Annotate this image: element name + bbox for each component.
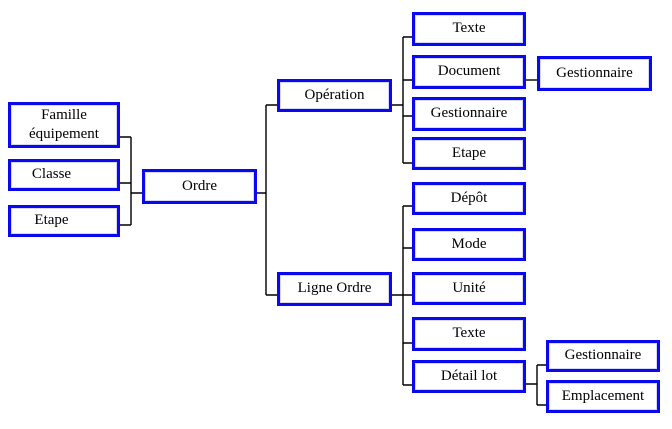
node-gestionnaire-lot: Gestionnaire (546, 340, 660, 372)
node-texte-ligne: Texte (412, 317, 526, 351)
node-ligne-ordre: Ligne Ordre (277, 272, 392, 306)
node-mode: Mode (412, 228, 526, 261)
node-etape-operation: Etape (412, 137, 526, 170)
node-operation: Opération (277, 79, 392, 112)
node-famille-equipement: Famille équipement (8, 102, 120, 148)
node-emplacement: Emplacement (546, 380, 660, 413)
node-gestionnaire-document: Gestionnaire (537, 56, 652, 91)
node-classe: Classe (8, 159, 120, 191)
node-document: Document (412, 55, 526, 89)
node-unite: Unité (412, 272, 526, 305)
node-texte-operation: Texte (412, 12, 526, 46)
node-gestionnaire-operation: Gestionnaire (412, 97, 526, 131)
node-etape-gauche: Etape (8, 205, 120, 237)
node-ordre: Ordre (142, 169, 257, 204)
node-depot: Dépôt (412, 182, 526, 215)
node-detail-lot: Détail lot (412, 360, 526, 393)
